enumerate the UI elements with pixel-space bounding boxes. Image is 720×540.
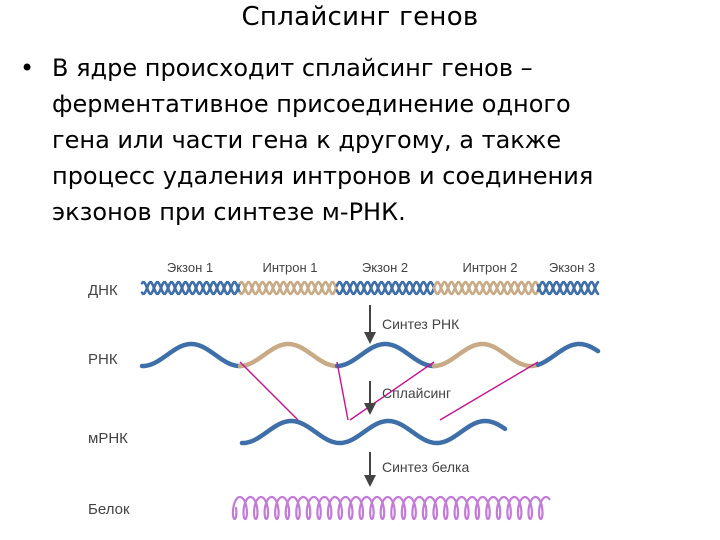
bullet-line: В ядре происходит сплайсинг генов – <box>52 54 533 82</box>
rna-segment <box>139 341 243 369</box>
dna-strand-b <box>536 280 600 296</box>
bullet-line: экзонов при синтезе м-РНК. <box>52 198 406 226</box>
row-label-protein: Белок <box>88 501 130 518</box>
arrow-translation <box>364 452 376 487</box>
dna-strand-b <box>432 280 540 296</box>
bullet-line: ферментативное присоединение одного <box>52 90 571 118</box>
dna-strand-a <box>432 280 540 296</box>
row-label-dna: ДНК <box>88 282 118 299</box>
segment-label-intron-1: Интрон 1 <box>263 260 318 275</box>
bullet-line: процесс удаления интронов и соединения <box>52 162 594 190</box>
bullet-line: гена или части гена к другому, а также <box>52 126 562 154</box>
rna-segment <box>334 341 437 369</box>
dna-helix <box>140 280 600 296</box>
dna-strand-b <box>140 280 242 296</box>
segment-label-intron-2: Интрон 2 <box>463 260 518 275</box>
segment-label-exon-1: Экзон 1 <box>167 260 213 275</box>
segment-label-exon-2: Экзон 2 <box>362 260 408 275</box>
arrow-splicing <box>364 381 376 415</box>
bullet-text: В ядре происходит сплайсинг генов – ферм… <box>52 50 652 230</box>
rna-segment <box>431 341 541 369</box>
rna-segment <box>237 341 340 369</box>
rna-strand <box>139 341 601 369</box>
mrna-strand <box>239 418 508 446</box>
segment-label-exon-3: Экзон 3 <box>549 260 595 275</box>
row-label-rna: РНК <box>88 351 118 368</box>
step-label-splicing: Сплайсинг <box>382 385 451 401</box>
bullet-marker: • <box>20 54 35 82</box>
protein-coil <box>231 495 551 521</box>
step-label-transcription: Синтез РНК <box>382 316 460 332</box>
mrna-segment <box>239 418 508 446</box>
row-label-mrna: мРНК <box>88 430 128 447</box>
dna-strand-b <box>238 280 339 296</box>
dna-strand-b <box>335 280 436 296</box>
protein-chain <box>231 495 551 521</box>
arrow-transcription <box>364 305 376 344</box>
step-label-translation: Синтез белка <box>382 459 469 475</box>
splice-lines <box>239 361 539 421</box>
slide-title: Сплайсинг генов <box>241 2 479 32</box>
rna-segment <box>535 341 601 368</box>
dna-strand-a <box>238 280 339 296</box>
